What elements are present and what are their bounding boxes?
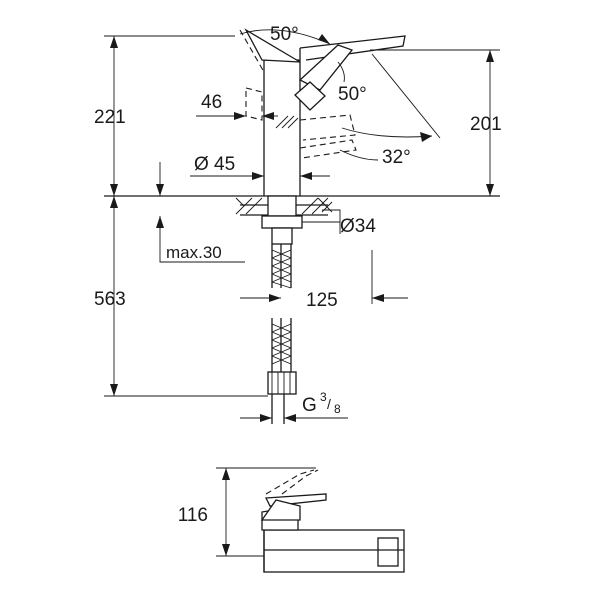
label-angle-50-top: 50° [270, 24, 299, 45]
label-thread-slash: / [327, 396, 331, 412]
faucet-front-view [239, 28, 406, 196]
label-d45: Ø 45 [194, 154, 235, 175]
dim-thread [240, 414, 348, 422]
hose-upper [271, 244, 292, 289]
label-125: 125 [306, 290, 338, 311]
dim-563 [104, 196, 268, 397]
mounting-assembly [261, 195, 303, 245]
label-46: 46 [201, 92, 222, 113]
hose-lower [267, 318, 297, 424]
label-221: 221 [94, 107, 126, 128]
dim-d34 [302, 209, 341, 234]
dim-46 [196, 112, 278, 120]
dim-201 [370, 49, 500, 196]
label-563: 563 [94, 289, 126, 310]
label-thread-num: 3 [320, 390, 327, 404]
label-angle-32: 32° [382, 147, 411, 168]
label-d34: Ø34 [340, 216, 376, 237]
label-thread-den: 8 [334, 402, 341, 416]
dim-221 [104, 35, 235, 196]
label-116: 116 [178, 505, 208, 526]
faucet-side-view [216, 467, 405, 573]
label-max30: max.30 [166, 243, 222, 262]
label-angle-50-lever: 50° [338, 84, 367, 105]
dim-angles [239, 29, 441, 161]
dim-max30 [156, 162, 245, 263]
label-201: 201 [470, 114, 502, 135]
label-thread-g: G [302, 395, 317, 416]
dim-125 [240, 250, 408, 304]
dim-d45 [190, 172, 330, 180]
